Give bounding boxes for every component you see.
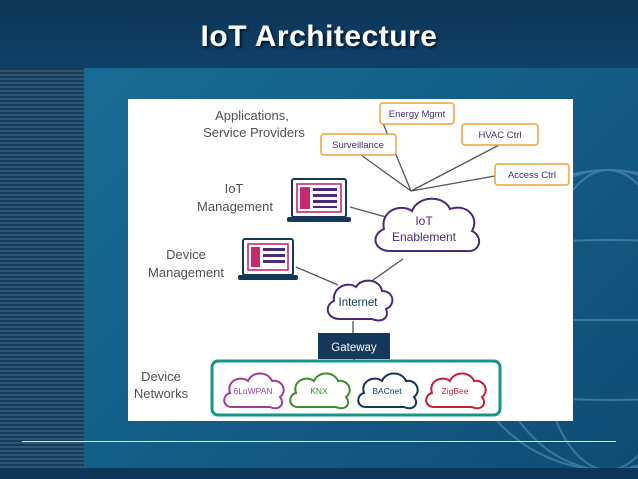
- connector-device-mgmt: [295, 266, 339, 286]
- internet-label: Internet: [339, 297, 379, 309]
- slide-title: IoT Architecture: [200, 20, 438, 53]
- diagram-panel: Applications, Service Providers IoT Mana…: [128, 99, 573, 421]
- gateway-label: Gateway: [331, 342, 377, 354]
- network-knx: KNX: [289, 372, 351, 410]
- label-device-management-2: Management: [148, 265, 224, 280]
- network-bacnet: BACnet: [357, 372, 419, 410]
- label-device-networks-2: Networks: [134, 386, 189, 401]
- network-6lowpan: 6LoWPAN: [223, 372, 285, 410]
- network-bacnet-label: BACnet: [372, 386, 402, 396]
- network-knx-label: KNX: [310, 386, 328, 396]
- title-bar: [0, 0, 638, 68]
- laptop-icon: [238, 238, 298, 280]
- service-energy-mgmt-label: Energy Mgmt: [389, 109, 446, 120]
- label-device-management-1: Device: [166, 247, 206, 262]
- label-iot-management-1: IoT: [225, 181, 244, 196]
- connector-iot-mgmt: [349, 206, 387, 218]
- iot-enablement-label-2: Enablement: [392, 230, 457, 244]
- label-iot-management-2: Management: [197, 199, 273, 214]
- striped-sidebar: [0, 68, 84, 468]
- service-energy-mgmt: Energy Mgmt: [379, 102, 455, 125]
- service-access-ctrl: Access Ctrl: [494, 163, 570, 186]
- network-zigbee-label: ZigBee: [442, 386, 469, 396]
- connector-hvac: [410, 143, 502, 192]
- service-hvac-ctrl-label: HVAC Ctrl: [478, 130, 521, 141]
- internet-cloud: Internet: [326, 279, 394, 322]
- service-surveillance: Surveillance: [320, 133, 397, 156]
- label-applications-1: Applications,: [215, 108, 289, 123]
- iot-enablement-cloud: IoT Enablement: [374, 197, 481, 253]
- laptop-icon: [287, 178, 351, 222]
- iot-architecture-diagram: Applications, Service Providers IoT Mana…: [134, 102, 570, 417]
- label-applications-2: Service Providers: [203, 125, 305, 140]
- service-surveillance-label: Surveillance: [332, 140, 384, 151]
- service-access-ctrl-label: Access Ctrl: [508, 170, 556, 181]
- bottom-divider: [22, 441, 616, 442]
- iot-enablement-label-1: IoT: [415, 214, 433, 228]
- network-6lowpan-label: 6LoWPAN: [233, 386, 272, 396]
- gateway-box: Gateway: [318, 333, 390, 359]
- service-hvac-ctrl: HVAC Ctrl: [461, 123, 539, 146]
- bottom-band: [0, 468, 638, 479]
- connector-access: [410, 175, 496, 192]
- connector-surveillance: [360, 154, 412, 192]
- network-zigbee: ZigBee: [425, 372, 487, 410]
- label-device-networks-1: Device: [141, 369, 181, 384]
